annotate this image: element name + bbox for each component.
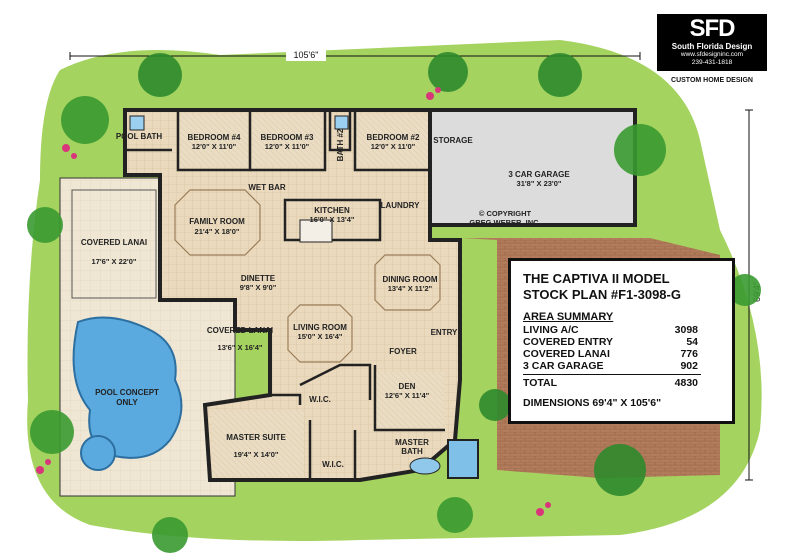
area-row-label: 3 CAR GARAGE <box>523 360 604 372</box>
covered-lanai-left-area <box>71 189 157 299</box>
area-row: COVERED LANAI 776 <box>523 348 722 360</box>
plan-dimensions: DIMENSIONS 69'4" X 105'6" <box>523 397 662 409</box>
label-pool-line2: ONLY <box>116 398 138 407</box>
logo-company-name: South Florida Design <box>671 42 753 51</box>
living-room-outline <box>287 304 353 363</box>
area-total-label: TOTAL <box>523 377 558 389</box>
label-bath2: BATH #2 <box>336 128 345 161</box>
logo-tagline: CUSTOM HOME DESIGN <box>671 77 753 84</box>
label-bedroom3: BEDROOM #3 <box>261 133 314 142</box>
label-master-bath-2: BATH <box>401 447 423 456</box>
size-covered-lanai-mid: 13'6" X 16'4" <box>218 343 263 352</box>
area-row: COVERED ENTRY 54 <box>523 336 722 348</box>
area-row-value: 776 <box>680 348 698 360</box>
label-kitchen: KITCHEN <box>314 206 350 215</box>
label-copyright: © COPYRIGHT <box>479 209 532 218</box>
logo-box: SFD South Florida Design www.sfdesigninc… <box>657 14 767 71</box>
den-floor <box>376 372 444 428</box>
area-row-label: LIVING A/C <box>523 324 579 336</box>
size-den: 12'6" X 11'4" <box>385 391 430 400</box>
label-wic-1: W.I.C. <box>309 395 331 404</box>
bedroom3-floor <box>252 114 322 166</box>
label-garage: 3 CAR GARAGE <box>508 170 570 179</box>
kitchen-island <box>299 219 333 243</box>
palm-trees <box>27 52 761 553</box>
area-row-value: 54 <box>686 336 698 348</box>
spa <box>80 435 116 471</box>
garage <box>428 108 637 227</box>
family-room-outline <box>174 189 261 256</box>
area-row-value: 3098 <box>674 324 698 336</box>
label-wet-bar: WET BAR <box>248 183 286 192</box>
area-row-value: 902 <box>680 360 698 372</box>
size-family-room: 21'4" X 18'0" <box>195 227 240 236</box>
size-bedroom4: 12'0" X 11'0" <box>192 142 237 151</box>
bedroom4-floor <box>180 114 248 166</box>
size-garage: 31'8" X 23'0" <box>517 179 562 188</box>
label-pool-bath: POOL BATH <box>116 132 163 141</box>
size-dinette: 9'8" X 9'0" <box>240 283 277 292</box>
pool <box>72 316 183 459</box>
size-dining-room: 13'4" X 11'2" <box>388 284 433 293</box>
dimension-top: 105'6" <box>294 50 319 60</box>
size-living-room: 15'0" X 16'4" <box>298 332 343 341</box>
master-tub <box>409 457 441 475</box>
size-bedroom3: 12'0" X 11'0" <box>265 142 310 151</box>
size-kitchen: 16'0" X 13'4" <box>310 215 355 224</box>
area-row-label: COVERED LANAI <box>523 348 610 360</box>
label-laundry: LAUNDRY <box>381 201 420 210</box>
label-storage: STORAGE <box>433 136 473 145</box>
logo-website: www.sfdesigninc.com <box>680 51 744 58</box>
master-floor <box>212 410 304 476</box>
plan-info-panel: THE CAPTIVA II MODEL STOCK PLAN #F1-3098… <box>508 258 735 424</box>
area-total-value: 4830 <box>674 377 698 389</box>
area-row-label: COVERED ENTRY <box>523 336 614 348</box>
size-covered-lanai-left: 17'6" X 22'0" <box>92 257 137 266</box>
logo-mark: SFD <box>689 15 736 42</box>
label-family-room: FAMILY ROOM <box>189 217 245 226</box>
master-shower <box>447 439 479 479</box>
total-divider <box>523 374 701 375</box>
plan-title: THE CAPTIVA II MODEL <box>523 271 670 286</box>
size-master-suite: 19'4" X 14'0" <box>234 450 279 459</box>
room-labels: POOL BATH BEDROOM #4 12'0" X 11'0" BEDRO… <box>81 128 570 469</box>
interior-walls <box>125 110 445 480</box>
bath2-shower <box>334 115 349 130</box>
label-den: DEN <box>399 382 416 391</box>
label-copyright-owner: GREG WEBER, INC. <box>469 218 540 227</box>
pool-bath-shower <box>129 115 145 131</box>
size-bedroom2: 12'0" X 11'0" <box>371 142 416 151</box>
company-logo: SFD South Florida Design www.sfdesigninc… <box>657 14 767 93</box>
label-living-room: LIVING ROOM <box>293 323 347 332</box>
area-total-row: TOTAL 4830 <box>523 377 722 389</box>
label-bedroom4: BEDROOM #4 <box>188 133 241 142</box>
label-master-bath-1: MASTER <box>395 438 429 447</box>
area-row: LIVING A/C 3098 <box>523 324 722 336</box>
label-foyer: FOYER <box>389 347 417 356</box>
label-bedroom2: BEDROOM #2 <box>367 133 420 142</box>
flower-beds <box>36 87 551 516</box>
area-summary-heading: AREA SUMMARY <box>523 311 614 323</box>
label-covered-lanai-mid: COVERED LANAI <box>207 326 273 335</box>
label-dining-room: DINING ROOM <box>382 275 437 284</box>
label-pool-line1: POOL CONCEPT <box>95 388 159 397</box>
logo-phone: 239-431-1818 <box>691 59 733 66</box>
bedroom2-floor <box>356 114 428 166</box>
plan-stock-number: STOCK PLAN #F1-3098-G <box>523 287 681 302</box>
label-master-suite: MASTER SUITE <box>226 433 286 442</box>
label-wic-2: W.I.C. <box>322 460 344 469</box>
label-entry: ENTRY <box>431 328 458 337</box>
label-dinette: DINETTE <box>241 274 276 283</box>
area-row: 3 CAR GARAGE 902 <box>523 360 722 372</box>
label-covered-lanai-left: COVERED LANAI <box>81 238 147 247</box>
dining-room-outline <box>374 254 441 311</box>
